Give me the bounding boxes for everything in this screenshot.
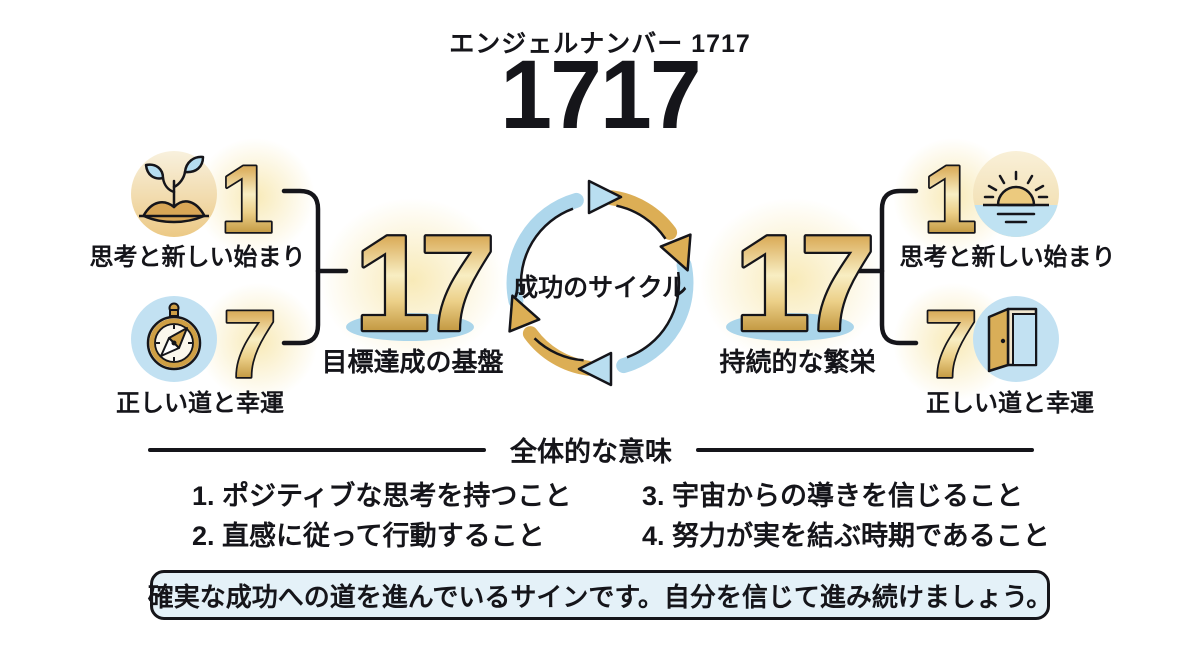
meaning-heading: 全体的な意味: [510, 437, 672, 467]
door-icon: [973, 296, 1059, 382]
footer-message-box: 確実な成功への道を進んでいるサインです。自分を信じて進み続けましょう。: [147, 570, 1053, 620]
cycle-label: 成功のサイクル: [513, 274, 687, 302]
left-number-17-text: 17: [354, 207, 490, 359]
cycle-arrow-left: [508, 294, 541, 333]
footer-message: 確実な成功への道を進んでいるサインです。自分を信じて進み続けましょう。: [147, 581, 1053, 612]
meaning-item-4: 4. 努力が実を結ぶ時期であること: [642, 521, 1050, 551]
right-digit-1: 1: [922, 144, 979, 255]
right-17-shadow: [726, 313, 854, 341]
right-17-label: 持続的な繁栄: [719, 347, 876, 377]
left-label-7: 正しい道と幸運: [116, 390, 284, 417]
meaning-item-1: 1. ポジティブな思考を持つこと: [192, 481, 572, 511]
page-subtitle: エンジェルナンバー 1717: [449, 30, 751, 58]
meaning-divider: 全体的な意味: [148, 430, 1034, 469]
right-label-7: 正しい道と幸運: [926, 390, 1094, 417]
meaning-item-2: 2. 直感に従って行動すること: [192, 521, 545, 551]
right-digit-7-text: 7: [924, 291, 977, 398]
left-number-17: 17: [352, 205, 502, 362]
left-label-1: 思考と新しい始まり: [89, 244, 306, 271]
sprout-icon: [131, 151, 217, 237]
left-bracket: [281, 188, 349, 346]
left-digit-1-text: 1: [220, 146, 273, 253]
right-digit-7: 7: [923, 289, 980, 400]
cycle-arrow-top: [587, 179, 623, 215]
left-digit-7: 7: [222, 289, 279, 400]
left-digit-7-text: 7: [223, 291, 276, 398]
page-title-number: 1717: [500, 40, 701, 149]
right-bracket: [851, 188, 919, 346]
cycle-arrow-right: [659, 233, 692, 272]
sunrise-icon: [973, 151, 1059, 237]
divider-line-right: [696, 447, 1034, 452]
left-17-label: 目標達成の基盤: [321, 347, 504, 377]
meaning-item-3: 3. 宇宙からの導きを信じること: [642, 481, 1024, 511]
right-digit-1-text: 1: [923, 146, 976, 253]
right-number-17-text: 17: [734, 207, 870, 359]
left-17-shadow: [346, 313, 474, 341]
right-number-17: 17: [732, 205, 882, 362]
right-label-1: 思考と新しい始まり: [899, 244, 1116, 271]
cycle-arrow-bottom: [577, 351, 613, 387]
compass-icon: [131, 296, 217, 382]
success-cycle-icon: [506, 179, 694, 387]
left-digit-1: 1: [219, 144, 276, 255]
divider-line-left: [148, 447, 486, 452]
